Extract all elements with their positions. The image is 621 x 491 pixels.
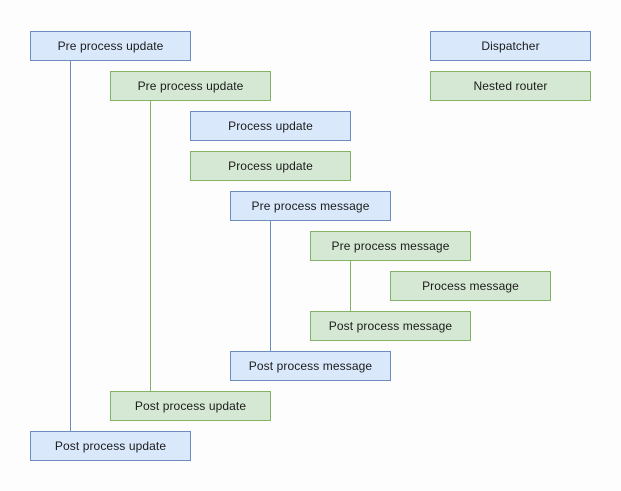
- connector-line-pre-message-blue: [270, 221, 271, 351]
- node-process-update-dispatcher[interactable]: Process update: [190, 111, 351, 141]
- node-process-message-router[interactable]: Process message: [390, 271, 551, 301]
- connector-line-pre-update-green: [150, 101, 151, 391]
- node-post-process-message-dispatcher[interactable]: Post process message: [230, 351, 391, 381]
- legend-item-dispatcher[interactable]: Dispatcher: [430, 31, 591, 61]
- node-post-process-update-dispatcher[interactable]: Post process update: [30, 431, 191, 461]
- connector-line-pre-update-blue: [70, 61, 71, 431]
- node-post-process-message-router[interactable]: Post process message: [310, 311, 471, 341]
- connector-line-pre-message-green: [350, 261, 351, 311]
- node-pre-process-message-router[interactable]: Pre process message: [310, 231, 471, 261]
- node-pre-process-message-dispatcher[interactable]: Pre process message: [230, 191, 391, 221]
- node-pre-process-update-router[interactable]: Pre process update: [110, 71, 271, 101]
- node-pre-process-update-dispatcher[interactable]: Pre process update: [30, 31, 191, 61]
- legend-item-nested-router[interactable]: Nested router: [430, 71, 591, 101]
- node-post-process-update-router[interactable]: Post process update: [110, 391, 271, 421]
- node-process-update-router[interactable]: Process update: [190, 151, 351, 181]
